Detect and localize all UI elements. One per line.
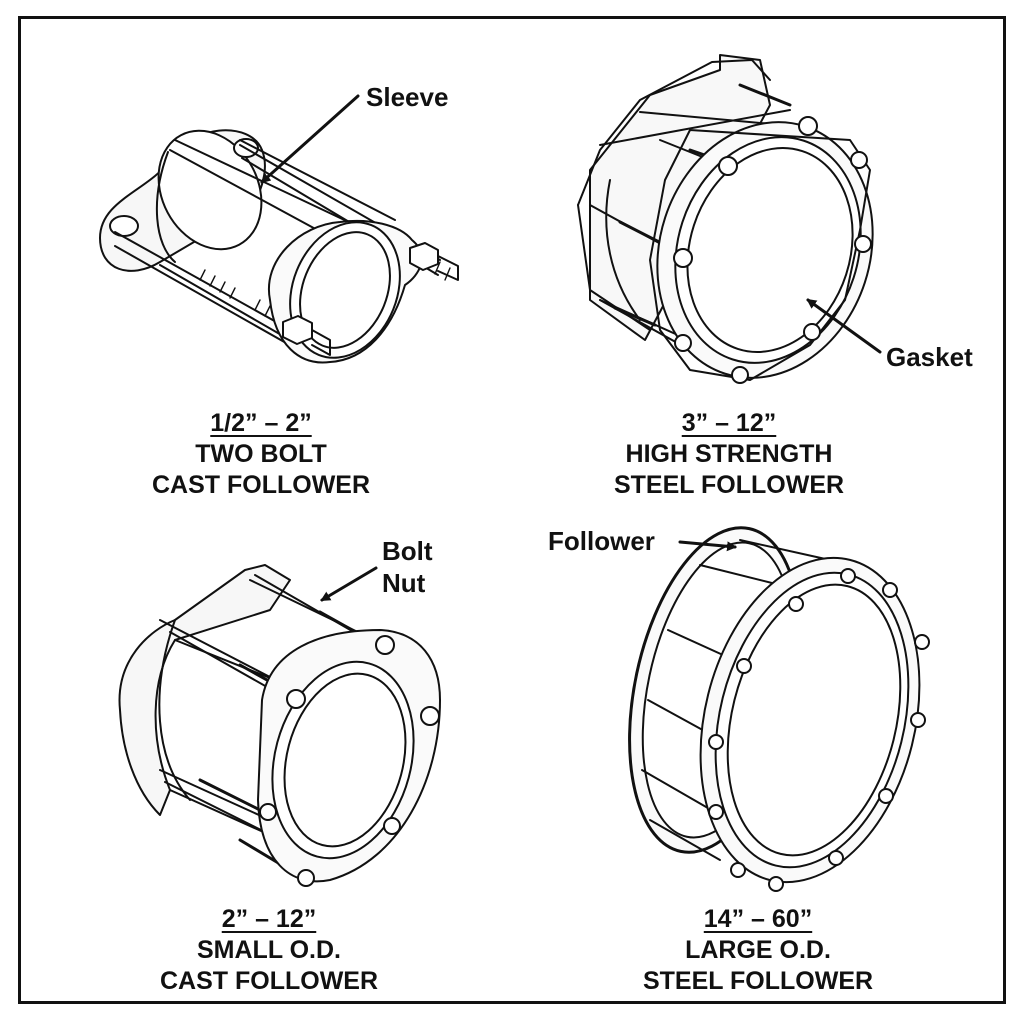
caption-line: SMALL O.D. [197,936,341,964]
caption-line: HIGH STRENGTH [625,440,833,468]
sleeve-label: Sleeve [366,82,449,112]
caption-line: STEEL FOLLOWER [642,967,874,995]
caption-size: 2” – 12” [221,905,317,933]
caption-size: 14” – 60” [703,905,813,933]
large-od-coupling-drawing [628,526,930,892]
nut-label: Nut [382,568,426,598]
caption-line: LARGE O.D. [685,936,831,964]
bolt-nut-arrow [320,566,378,602]
bolt-label: Bolt [382,536,433,566]
caption-large-od: 14” – 60” LARGE O.D. STEEL FOLLOWER [578,904,938,997]
caption-high-strength: 3” – 12” HIGH STRENGTH STEEL FOLLOWER [549,408,909,501]
caption-size: 3” – 12” [681,409,777,437]
caption-small-od: 2” – 12” SMALL O.D. CAST FOLLOWER [89,904,449,997]
follower-arrow [678,540,737,552]
high-strength-coupling-drawing [577,54,874,384]
sleeve-arrow [260,94,360,184]
gasket-arrow [806,298,882,354]
gasket-label: Gasket [886,342,973,372]
follower-label: Follower [548,526,655,556]
caption-two-bolt: 1/2” – 2” TWO BOLT CAST FOLLOWER [81,408,441,501]
caption-line: TWO BOLT [195,440,327,468]
diagram-frame [18,16,1006,1004]
caption-line: CAST FOLLOWER [159,967,379,995]
caption-line: CAST FOLLOWER [151,471,371,499]
two-bolt-coupling-drawing [99,129,459,364]
caption-line: STEEL FOLLOWER [613,471,845,499]
small-od-coupling-drawing [118,564,441,887]
caption-size: 1/2” – 2” [210,409,312,437]
